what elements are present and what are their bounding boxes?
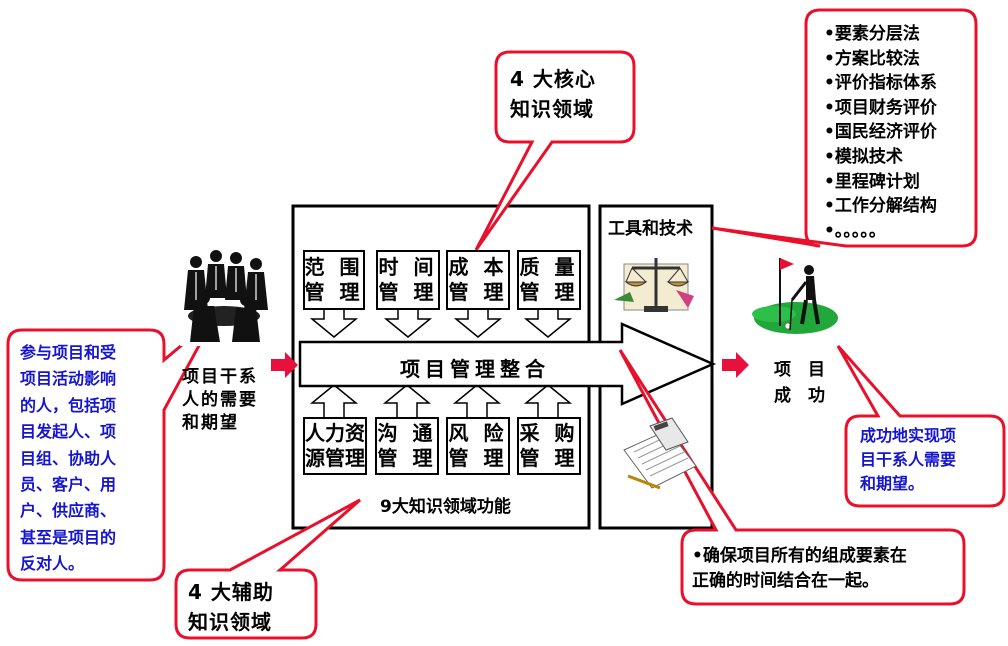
core-area-box: 成 本 管 理 — [446, 250, 510, 310]
tools-list: •要素分层法 •方案比较法 •评价指标体系 •项目财务评价 •国民经济评价 •模… — [824, 22, 937, 243]
stakeholders-meeting-icon — [180, 246, 270, 346]
aux-area-box: 风 险 管 理 — [446, 417, 510, 475]
up-arrow — [309, 384, 359, 419]
aux-callout-bubble — [174, 498, 361, 640]
aux-callout-text: 4 大辅助 知识领域 — [188, 580, 274, 634]
output-arrow — [722, 352, 749, 378]
golf-success-icon — [752, 258, 838, 334]
stakeholder-callout-bubble — [6, 316, 216, 582]
core-callout-bubble — [474, 50, 636, 251]
core-arrows — [309, 308, 573, 338]
core-area-box: 范 围 管 理 — [303, 250, 365, 310]
integration-note: •确保项目所有的组成要素在 正确的时间结合在一起。 — [692, 546, 907, 591]
tools-list-item: •方案比较法 — [824, 48, 920, 69]
aux-arrows — [309, 384, 573, 419]
tools-list-item: •工作分解结构 — [824, 196, 937, 217]
stakeholder-description: 参与项目和受 项目活动影响 的人，包括项 目发起人、项 目组、协助人 员、客户、… — [20, 343, 117, 574]
core-area-box: 时 间 管 理 — [376, 250, 440, 310]
tools-title: 工具和技术 — [608, 219, 693, 239]
aux-area-box: 人力资 源管理 — [303, 417, 367, 475]
input-arrow — [271, 352, 298, 378]
tools-list-item: •里程碑计划 — [824, 171, 920, 192]
pink-arrows — [271, 352, 749, 378]
scales-icon — [614, 258, 694, 312]
aux-area-box: 沟 通 管 理 — [375, 417, 439, 475]
down-arrow — [453, 308, 503, 338]
tools-list-item: •要素分层法 — [824, 24, 920, 44]
down-arrow — [523, 308, 573, 338]
integration-arrow — [298, 322, 717, 406]
nine-areas-label: 9大知识领域功能 — [380, 497, 511, 517]
tools-list-item: •项目财务评价 — [824, 97, 937, 118]
tools-list-item: •国民经济评价 — [824, 122, 937, 143]
down-arrow — [309, 308, 359, 338]
tools-list-item: •。。。。。 — [824, 220, 886, 241]
stakeholder-label: 项目干系 人的需要 和期望 — [182, 367, 258, 433]
up-arrow — [382, 384, 432, 419]
integration-label: 项目管理整合 — [400, 357, 550, 381]
tools-list-item: •模拟技术 — [824, 146, 903, 167]
success-callout-bubble — [836, 345, 1006, 508]
aux-area-box: 采 购 管 理 — [517, 417, 581, 475]
core-area-box: 质 量 管 理 — [517, 250, 581, 310]
tools-callout-bubble — [711, 8, 978, 248]
calculator-paper-icon — [623, 417, 697, 490]
up-arrow — [452, 384, 502, 419]
success-label: 项 目 成 功 — [774, 360, 825, 406]
success-note: 成功地实现项 目干系人需要 和期望。 — [860, 426, 957, 493]
tools-list-item: •评价指标体系 — [824, 73, 937, 94]
up-arrow — [523, 384, 573, 419]
down-arrow — [383, 308, 433, 338]
integration-callout-bubble — [618, 349, 966, 606]
core-callout-text: 4 大核心 知识领域 — [510, 67, 596, 121]
